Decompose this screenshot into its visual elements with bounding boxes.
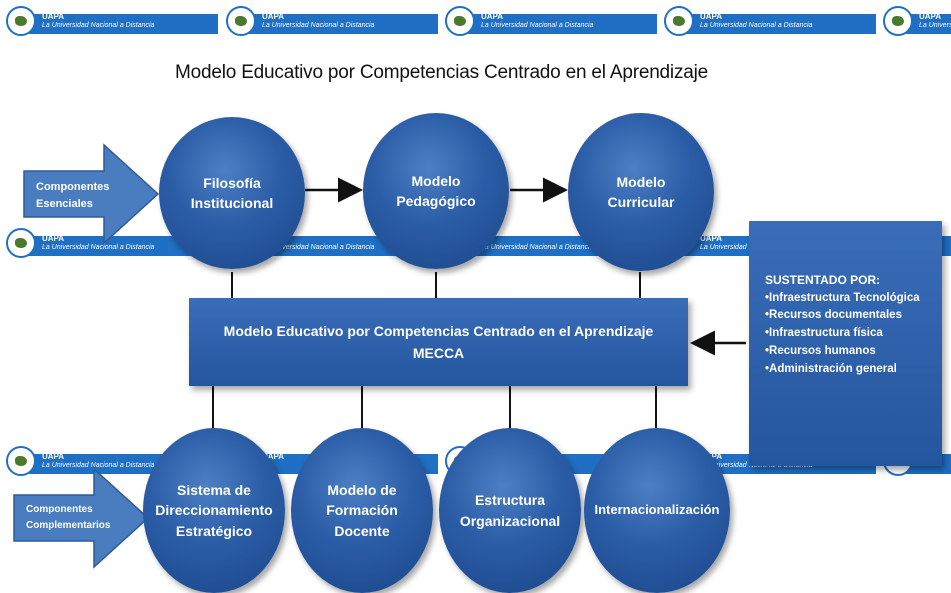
mecca-title: Modelo Educativo por Competencias Centra…	[223, 322, 654, 339]
node-internacionalizacion: Internacionalización	[584, 428, 730, 593]
uapa-seal-icon	[6, 6, 36, 36]
components-essential-arrow	[23, 143, 160, 245]
components-complementary-label: Componentes Complementarios	[26, 504, 111, 531]
sustained-by-heading: SUSTENTADO POR:	[765, 273, 881, 287]
uapa-seal-icon	[883, 6, 913, 36]
sustained-item: •Recursos documentales	[765, 309, 902, 322]
uapa-seal-icon	[6, 228, 36, 258]
sustained-item: •Infraestructura física	[765, 327, 883, 340]
diagram-title: Modelo Educativo por Competencias Centra…	[175, 62, 708, 83]
node-modelo-formacion-docente: Modelo de Formación Docente	[291, 428, 433, 593]
node-filosofia-institucional: Filosofía Institucional	[159, 117, 305, 269]
uapa-seal-icon	[226, 6, 256, 36]
uapa-seal-icon	[664, 6, 694, 36]
sustained-item: •Infraestructura Tecnológica	[765, 291, 920, 304]
mecca-acronym: MECCA	[412, 345, 465, 361]
node-estructura-organizacional: Estructura Organizacional	[439, 428, 581, 593]
node-modelo-pedagogico: Modelo Pedagógico	[363, 113, 509, 269]
mecca-box: Modelo Educativo por Competencias Centra…	[189, 298, 688, 386]
sustained-item: •Recursos humanos	[765, 345, 876, 358]
sustained-by-box: SUSTENTADO POR: •Infraestructura Tecnoló…	[749, 221, 942, 466]
node-modelo-curricular: Modelo Curricular	[568, 113, 714, 271]
uapa-seal-icon	[445, 6, 475, 36]
sustained-item: •Administración general	[765, 362, 897, 375]
uapa-seal-icon	[6, 446, 36, 476]
components-complementary-arrow	[13, 467, 150, 569]
node-sistema-direccionamiento: Sistema de Direccionamiento Estratégico	[143, 428, 285, 593]
components-essential-label: Componentes Esenciales	[36, 181, 110, 211]
